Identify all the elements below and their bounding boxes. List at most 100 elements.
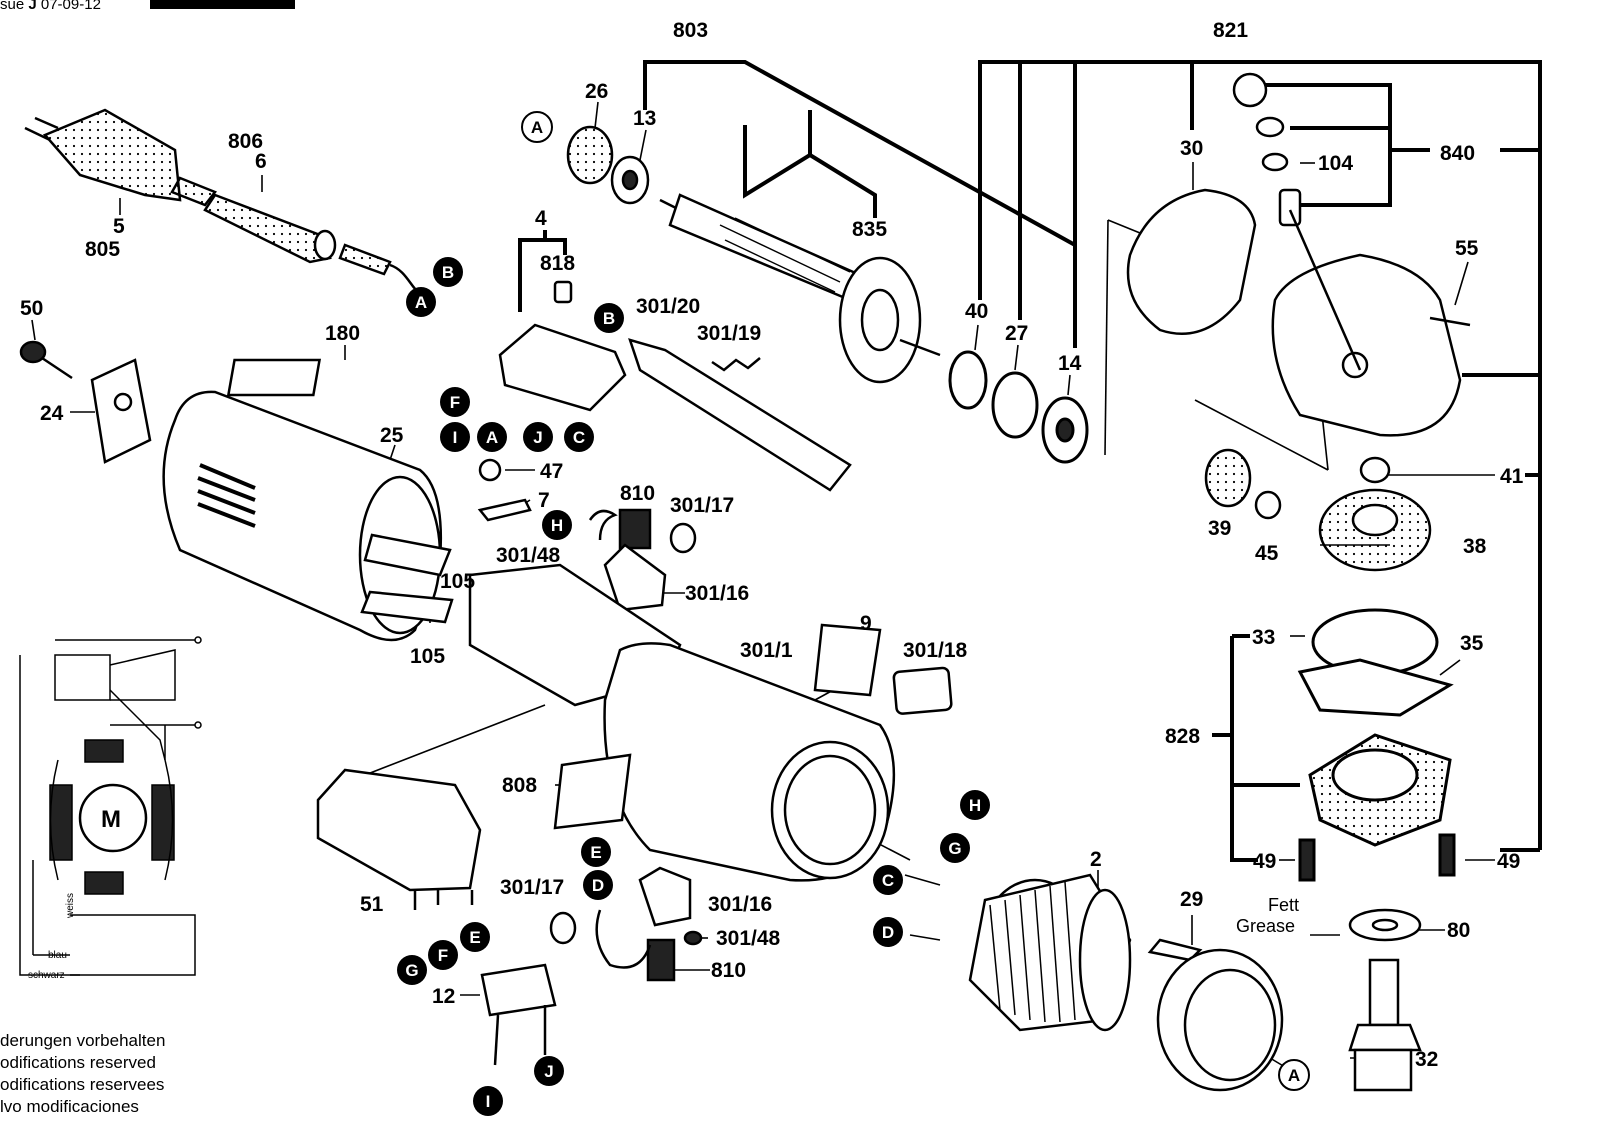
- motor-symbol-label: M: [101, 806, 121, 833]
- note-line: derungen vorbehalten: [0, 1031, 166, 1050]
- cable-clip: [92, 360, 150, 462]
- part-number: 301/19: [697, 322, 761, 345]
- part-number: 818: [540, 252, 575, 275]
- note-line: odifications reservees: [0, 1075, 165, 1094]
- connector-letter: B: [603, 309, 615, 328]
- part-number: 803: [673, 19, 708, 42]
- part-number: 301/18: [903, 639, 968, 662]
- part-number: 26: [585, 80, 608, 103]
- part-number: 301/17: [500, 876, 564, 899]
- part-number: 180: [325, 322, 360, 345]
- part-number: 105: [440, 570, 475, 593]
- part-number: 41: [1500, 465, 1524, 488]
- part-number: 50: [20, 297, 43, 320]
- connector-letter: A: [486, 428, 498, 447]
- part-number: 49: [1253, 850, 1276, 873]
- connector-letter: F: [450, 393, 460, 412]
- part-number: 25: [380, 424, 404, 447]
- grease-note-fett: Fett: [1268, 895, 1299, 915]
- bearing-flange: [1300, 610, 1454, 880]
- modification-notes: derungen vorbehalten odifications reserv…: [0, 1030, 165, 1118]
- part-number: 301/1: [740, 639, 793, 662]
- connector-letter: J: [544, 1062, 553, 1081]
- issue-header: sue J 07-09-12: [0, 0, 101, 13]
- note-line: lvo modificaciones: [0, 1097, 139, 1116]
- connector-letter: A: [415, 293, 427, 312]
- part-number: 104: [1318, 152, 1353, 175]
- part-number: 301/48: [716, 927, 781, 950]
- part-number: 105: [410, 645, 445, 668]
- cable-sleeve: [172, 178, 418, 292]
- bevel-gears: [1206, 450, 1430, 570]
- connector-letter: D: [882, 923, 894, 942]
- part-number: 810: [620, 482, 655, 505]
- retaining-rings: [950, 352, 1087, 462]
- air-guide-ring: [1150, 940, 1282, 1090]
- power-plug: [25, 110, 180, 200]
- wire-label-schwarz: schwarz: [28, 970, 65, 981]
- armature: [660, 195, 940, 382]
- part-number: 13: [633, 107, 656, 130]
- brush-card-screw: [21, 342, 72, 378]
- part-number: 5: [113, 215, 125, 238]
- connector-letter: I: [486, 1092, 491, 1111]
- part-number: 805: [85, 238, 120, 261]
- connector-letter: C: [573, 428, 585, 447]
- brush-and-spring: [480, 460, 695, 610]
- part-number: 55: [1455, 237, 1479, 260]
- part-number: 835: [852, 218, 887, 241]
- connector-letter: A: [1288, 1066, 1300, 1085]
- part-number: 38: [1463, 535, 1487, 558]
- connector-letter: G: [948, 839, 961, 858]
- part-number: 301/48: [496, 544, 561, 567]
- connector-labels: A B A B F I A J C H H G E D C D E F G: [397, 111, 1310, 1116]
- spindle: [1350, 910, 1420, 1090]
- grease-note-grease: Grease: [1236, 916, 1295, 936]
- part-number: 49: [1497, 850, 1520, 873]
- field-coil: [970, 875, 1130, 1030]
- connector-letter: C: [882, 871, 894, 890]
- part-number: 810: [711, 959, 746, 982]
- capacitor: [482, 965, 555, 1065]
- part-number: 32: [1415, 1048, 1438, 1071]
- part-number: 30: [1180, 137, 1203, 160]
- motor-housing: [470, 565, 952, 880]
- part-number: 840: [1440, 142, 1475, 165]
- issue-mark: J: [28, 0, 41, 13]
- connector-letter: H: [969, 796, 981, 815]
- part-number: 2: [1090, 848, 1102, 871]
- part-number: 821: [1213, 19, 1248, 42]
- part-number: 45: [1255, 542, 1279, 565]
- part-number: 14: [1058, 352, 1082, 375]
- connector-letter: G: [405, 961, 418, 980]
- issue-text: sue: [0, 0, 25, 13]
- issue-date: 07-09-12: [40, 0, 101, 13]
- brush-holder: [500, 282, 850, 490]
- part-number: 24: [40, 402, 64, 425]
- part-number: 301/16: [708, 893, 772, 916]
- wire-label-blau: blau: [48, 950, 67, 961]
- connector-letter: F: [438, 946, 448, 965]
- part-number: 33: [1252, 626, 1275, 649]
- part-number: 4: [535, 207, 547, 230]
- connector-letter: J: [533, 428, 542, 447]
- issue-black-box: [150, 0, 295, 9]
- part-number: 806: [228, 130, 263, 153]
- wire-label-weiss: weiss: [65, 893, 76, 919]
- part-number: 301/17: [670, 494, 734, 517]
- part-number: 301/20: [636, 295, 700, 318]
- brush-holder-lower: [551, 868, 701, 980]
- part-number: 301/16: [685, 582, 749, 605]
- part-number: 828: [1165, 725, 1200, 748]
- part-number: 29: [1180, 888, 1203, 911]
- connector-letter: D: [592, 876, 604, 895]
- connector-letter: I: [453, 428, 458, 447]
- part-number: 80: [1447, 919, 1470, 942]
- part-number: 12: [432, 985, 455, 1008]
- part-number: 9: [860, 612, 872, 635]
- part-number: 7: [538, 489, 550, 512]
- connector-letter: H: [551, 516, 563, 535]
- gear-housing: [1128, 74, 1470, 435]
